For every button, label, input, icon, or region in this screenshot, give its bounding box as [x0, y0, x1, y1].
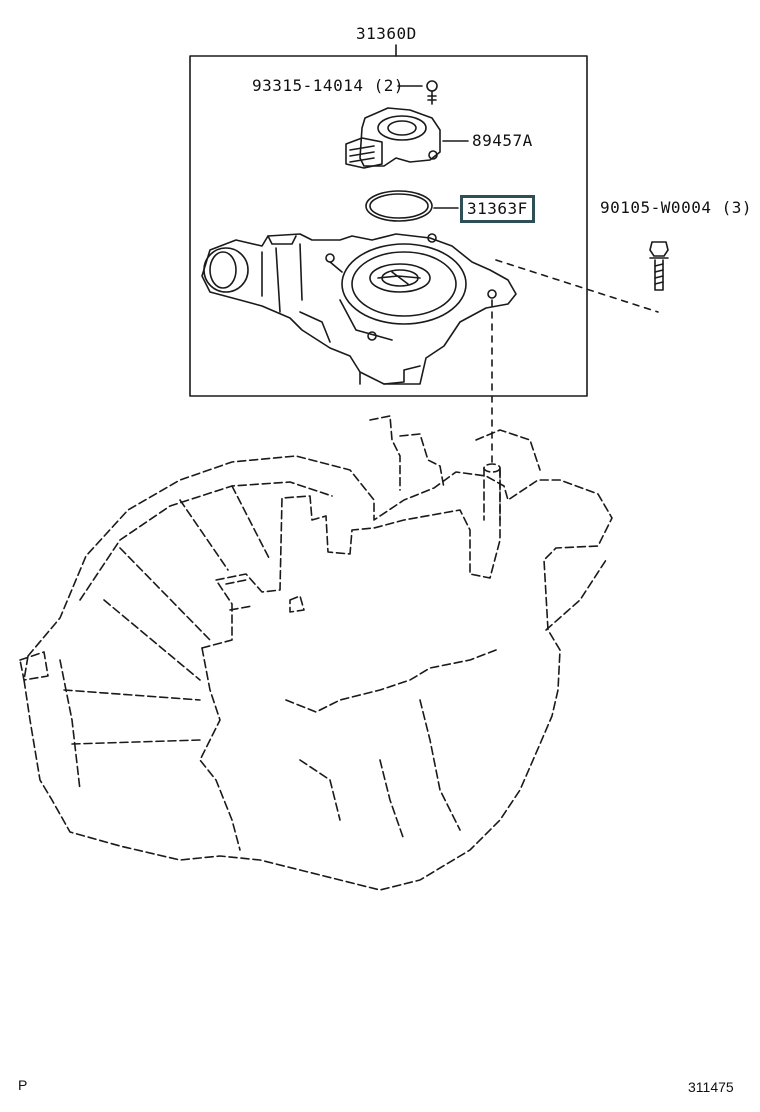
footer-ref-number: 311475 — [688, 1079, 734, 1095]
screw-label: 93315-14014 (2) — [252, 76, 404, 95]
footer-left: P — [18, 1077, 28, 1093]
bolt-icon — [649, 241, 669, 291]
sensor-icon — [345, 107, 469, 169]
alignment-guides — [491, 259, 659, 469]
sensor-label: 89457A — [472, 131, 533, 150]
transmission-housing-icon — [19, 415, 613, 891]
oring-label-highlighted[interactable]: 31363F — [460, 195, 535, 223]
assembly-label: 31360D — [356, 24, 417, 43]
screw-icon — [397, 80, 438, 105]
bolt-label: 90105-W0004 (3) — [600, 198, 752, 217]
oring-icon — [365, 190, 459, 222]
assembly-frame — [189, 55, 588, 397]
actuator-icon — [201, 233, 517, 385]
